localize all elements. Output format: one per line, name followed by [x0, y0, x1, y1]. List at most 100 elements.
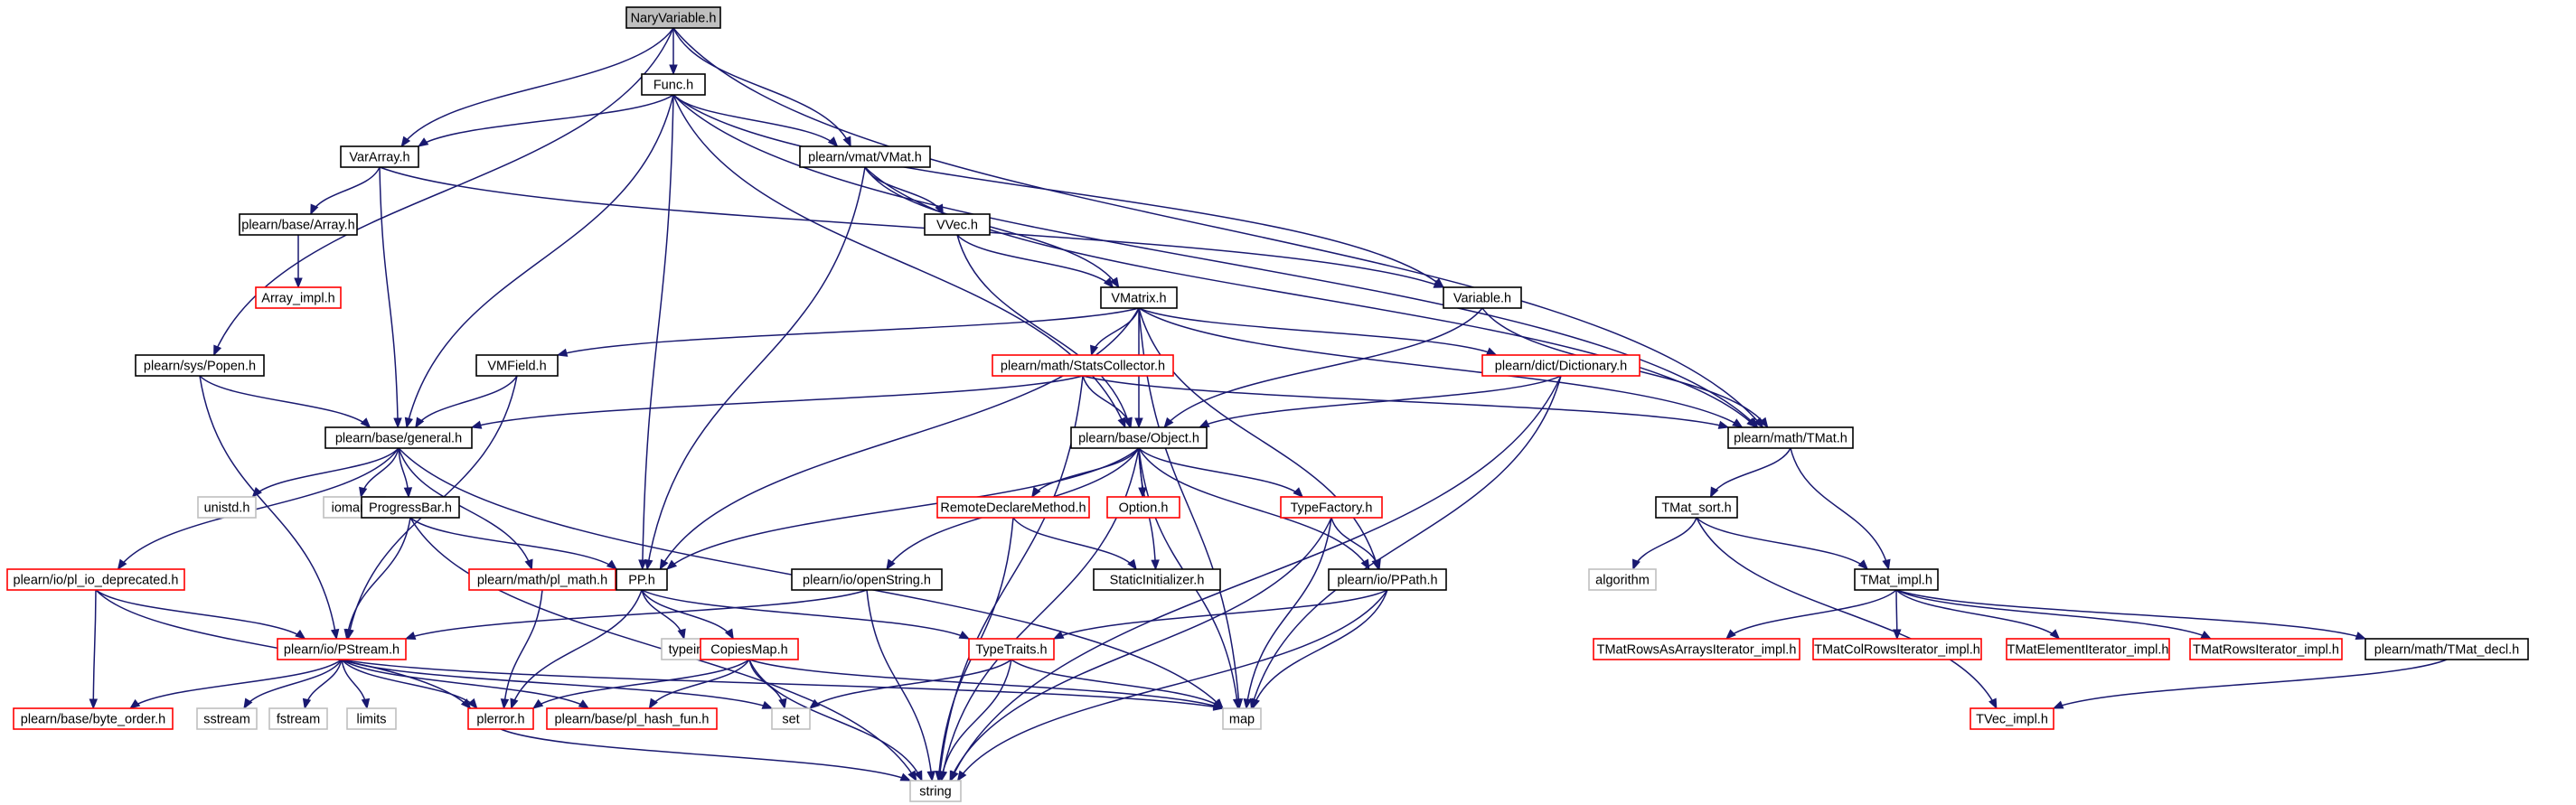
edge-ppath-to-typetraits [1052, 589, 1388, 640]
node-label: TMatElementIterator_impl.h [2007, 643, 2169, 658]
edge-dictionary-to-map [1249, 375, 1562, 710]
node-option[interactable]: Option.h [1106, 496, 1180, 519]
edge-pp-to-typetraits [641, 589, 971, 640]
node-typetraits[interactable]: TypeTraits.h [968, 638, 1055, 660]
node-plerror[interactable]: plerror.h [467, 707, 534, 730]
node-map: map [1222, 707, 1262, 730]
graph-edges [89, 27, 2448, 782]
node-staticinit[interactable]: StaticInitializer.h [1093, 568, 1221, 591]
node-variable[interactable]: Variable.h [1443, 286, 1522, 309]
node-dictionary[interactable]: plearn/dict/Dictionary.h [1481, 354, 1641, 377]
node-vmat[interactable]: plearn/vmat/VMat.h [799, 145, 931, 168]
node-sstream: sstream [196, 707, 258, 730]
edge-popen-to-general [199, 375, 371, 428]
edge-tmat_impl-to-tmatelement [1895, 589, 2061, 640]
edge-plerror-to-string [500, 728, 912, 782]
edge-openstring-to-pstream [404, 589, 868, 640]
node-object[interactable]: plearn/base/Object.h [1070, 426, 1208, 449]
node-label: plearn/io/openString.h [803, 574, 931, 588]
edge-variable-to-object [1163, 307, 1483, 429]
node-tmatrowsasarrays[interactable]: TMatRowsAsArraysIterator_impl.h [1593, 638, 1800, 660]
edge-naryvariable-to-func [669, 28, 678, 76]
node-label: TypeFactory.h [1291, 501, 1373, 516]
node-array_impl[interactable]: Array_impl.h [255, 286, 342, 309]
node-pstream[interactable]: plearn/io/PStream.h [277, 638, 407, 660]
edge-copiesmap-to-plerror [531, 659, 750, 709]
node-label: Func.h [653, 79, 693, 93]
edge-pstream-to-limits [341, 659, 371, 710]
node-openstring[interactable]: plearn/io/openString.h [791, 568, 943, 591]
edge-vararray-to-base_array [310, 166, 381, 216]
node-label: plearn/base/byte_order.h [21, 713, 165, 727]
edge-pstream-to-sstream [243, 659, 343, 710]
edge-object-to-remotedeclare [1031, 447, 1140, 499]
node-copiesmap[interactable]: CopiesMap.h [700, 638, 799, 660]
node-label: StaticInitializer.h [1110, 574, 1205, 588]
node-typefactory[interactable]: TypeFactory.h [1280, 496, 1383, 519]
node-tmatcolrows[interactable]: TMatColRowsIterator_impl.h [1812, 638, 1982, 660]
edge-general-to-unistd [251, 447, 400, 499]
node-pl_math[interactable]: plearn/math/pl_math.h [468, 568, 616, 591]
node-progressbar[interactable]: ProgressBar.h [361, 496, 460, 519]
edge-func-to-general [404, 94, 674, 429]
node-tmat_decl[interactable]: plearn/math/TMat_decl.h [2364, 638, 2529, 660]
node-label: plearn/base/general.h [335, 432, 462, 446]
node-vmatrix[interactable]: VMatrix.h [1100, 286, 1178, 309]
edge-vmatrix-to-statscollector [1090, 307, 1140, 357]
node-ppath[interactable]: plearn/io/PPath.h [1328, 568, 1447, 591]
edge-pstream-to-plerror [341, 659, 478, 710]
edge-object-to-ppath [1138, 447, 1370, 571]
node-naryvariable[interactable]: NaryVariable.h [625, 6, 721, 29]
node-pl_hash_fun[interactable]: plearn/base/pl_hash_fun.h [546, 707, 718, 730]
node-label: algorithm [1595, 574, 1650, 588]
node-label: RemoteDeclareMethod.h [940, 501, 1086, 516]
node-tmat[interactable]: plearn/math/TMat.h [1727, 426, 1854, 449]
node-label: plearn/math/TMat.h [1734, 432, 1847, 446]
edge-tmat_impl-to-tmat_decl [1895, 589, 2367, 641]
edge-tmat_decl-to-tvec_impl [2052, 659, 2448, 709]
node-label: ProgressBar.h [369, 501, 452, 516]
node-label: set [782, 713, 799, 727]
edge-tmat_impl-to-tmatcolrows [1893, 589, 1902, 641]
node-vararray[interactable]: VarArray.h [340, 145, 419, 168]
node-label: VMatrix.h [1111, 292, 1166, 306]
node-pl_io_deprecated[interactable]: plearn/io/pl_io_deprecated.h [6, 568, 185, 591]
node-statscollector[interactable]: plearn/math/StatsCollector.h [992, 354, 1174, 377]
node-byte_order[interactable]: plearn/base/byte_order.h [13, 707, 174, 730]
edge-func-to-vmat [672, 94, 839, 147]
edge-statscollector-to-string [935, 375, 1084, 782]
edge-typefactory-to-string [949, 517, 1332, 782]
edge-tmat-to-tmat_impl [1790, 447, 1891, 571]
node-label: plearn/base/pl_hash_fun.h [555, 713, 710, 727]
node-tvec_impl[interactable]: TVec_impl.h [1970, 707, 2054, 730]
edge-vvec-to-object [956, 234, 1133, 429]
node-label: PP.h [628, 574, 655, 588]
node-tmat_sort[interactable]: TMat_sort.h [1655, 496, 1738, 519]
node-label: fstream [277, 713, 320, 727]
node-label: plearn/math/StatsCollector.h [1001, 360, 1165, 374]
node-popen[interactable]: plearn/sys/Popen.h [135, 354, 265, 377]
node-label: string [919, 785, 951, 800]
node-vvec[interactable]: VVec.h [924, 213, 991, 236]
node-general[interactable]: plearn/base/general.h [324, 426, 473, 449]
node-tmat_impl[interactable]: TMat_impl.h [1854, 568, 1939, 591]
node-label: NaryVariable.h [631, 12, 717, 26]
node-unistd: unistd.h [197, 496, 257, 519]
edge-typetraits-to-string [938, 659, 1012, 782]
node-label: plearn/math/TMat_decl.h [2374, 643, 2519, 658]
node-label: TVec_impl.h [1976, 713, 2048, 727]
node-vmfield[interactable]: VMField.h [475, 354, 559, 377]
edge-remotedeclare-to-staticinit [1012, 517, 1137, 571]
node-pp[interactable]: PP.h [616, 568, 668, 591]
node-label: VVec.h [936, 219, 978, 233]
node-remotedeclare[interactable]: RemoteDeclareMethod.h [936, 496, 1090, 519]
node-tmatrows[interactable]: TMatRowsIterator_impl.h [2189, 638, 2343, 660]
node-base_array[interactable]: plearn/base/Array.h [239, 213, 358, 236]
node-string: string [909, 780, 962, 802]
node-label: TMatColRowsIterator_impl.h [1814, 643, 1980, 658]
node-tmatelement[interactable]: TMatElementIterator_impl.h [2006, 638, 2170, 660]
node-func[interactable]: Func.h [641, 73, 706, 96]
edge-copiesmap-to-pl_hash_fun [648, 659, 750, 710]
